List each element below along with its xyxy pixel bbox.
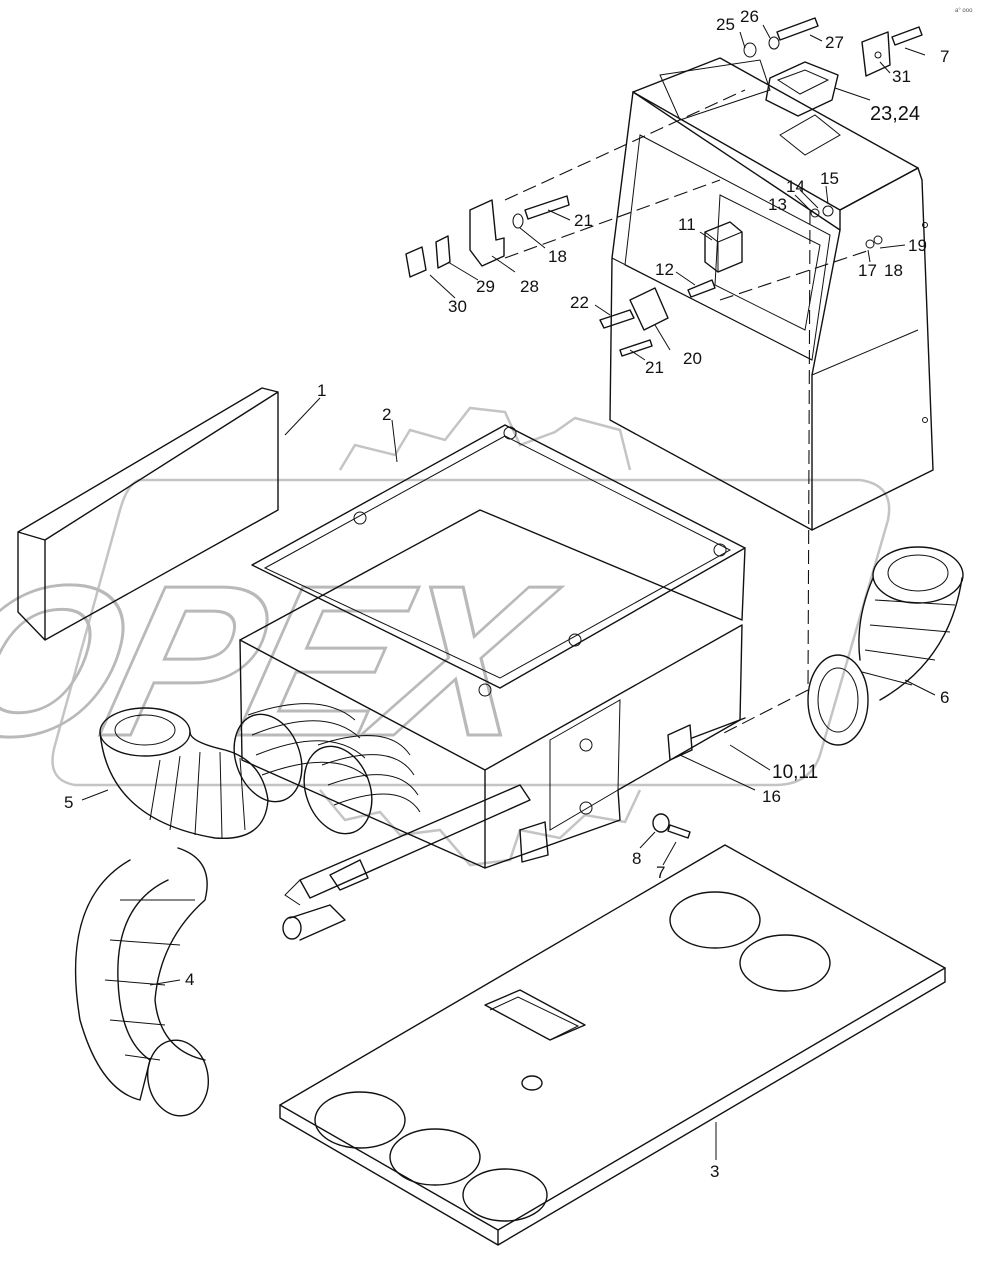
- plate-3: [279, 844, 946, 1246]
- bolts-top: [743, 17, 923, 58]
- callout-11: 11: [678, 215, 696, 234]
- callout-18-right: 18: [884, 261, 903, 280]
- callout-31: 31: [892, 67, 911, 86]
- bolt-8-7: [652, 813, 691, 839]
- callout-28: 28: [520, 277, 539, 296]
- rocker-switch: [765, 61, 839, 117]
- callout-4: 4: [185, 970, 194, 989]
- small-hardware-right: [810, 205, 883, 249]
- callout-1: 1: [317, 381, 326, 400]
- callout-29: 29: [476, 277, 495, 296]
- callout-30: 30: [448, 297, 467, 316]
- sensor-plate: [599, 287, 669, 357]
- callout-6: 6: [940, 688, 949, 707]
- callout-7-lower: 7: [656, 863, 665, 882]
- callout-16: 16: [762, 787, 781, 806]
- callout-7-top: 7: [940, 47, 949, 66]
- callout-27: 27: [825, 33, 844, 52]
- callout-22: 22: [570, 293, 589, 312]
- callout-3: 3: [710, 1162, 719, 1181]
- callout-14: 14: [786, 177, 805, 196]
- duct-5: [99, 707, 269, 840]
- callout-21-upper: 21: [574, 211, 593, 230]
- panel-1: [17, 387, 279, 641]
- callout-labels: 25 26 27 7 31 23,24 14 15 13 19 17 18 11…: [64, 7, 949, 1181]
- callout-19: 19: [908, 236, 927, 255]
- callout-5: 5: [64, 793, 73, 812]
- callout-25: 25: [716, 15, 735, 34]
- callout-18-left: 18: [548, 247, 567, 266]
- watermark-text: OPEX: [0, 541, 574, 781]
- callout-2: 2: [382, 405, 391, 424]
- valve-pipe: [282, 784, 549, 941]
- watermark-gear-teeth: [319, 406, 642, 867]
- relay: [687, 221, 743, 298]
- callout-17: 17: [858, 261, 877, 280]
- assembly-dash-lines: [504, 89, 871, 736]
- callout-26: 26: [740, 7, 759, 26]
- watermark-gear-outline: [51, 478, 891, 787]
- duct-4: [74, 847, 209, 1117]
- heater-housing: [609, 57, 934, 531]
- bracket-31: [861, 31, 891, 77]
- duct-6: [807, 546, 964, 746]
- box-bellows: [233, 703, 421, 835]
- callout-12: 12: [655, 260, 674, 279]
- leader-lines: [81, 24, 936, 1160]
- callout-10-11: 10,11: [772, 762, 818, 783]
- callout-23-24: 23,24: [870, 103, 920, 125]
- small-brackets-left: [405, 195, 570, 278]
- callout-15: 15: [820, 169, 839, 188]
- callout-8: 8: [632, 849, 641, 868]
- callout-21-lower: 21: [645, 358, 664, 377]
- heater-box: [239, 424, 746, 869]
- clamp-16: [667, 717, 746, 761]
- opex-watermark: OPEX: [0, 406, 891, 867]
- corner-mark: a° ooo: [955, 8, 973, 14]
- callout-20: 20: [683, 349, 702, 368]
- callout-13: 13: [768, 195, 787, 214]
